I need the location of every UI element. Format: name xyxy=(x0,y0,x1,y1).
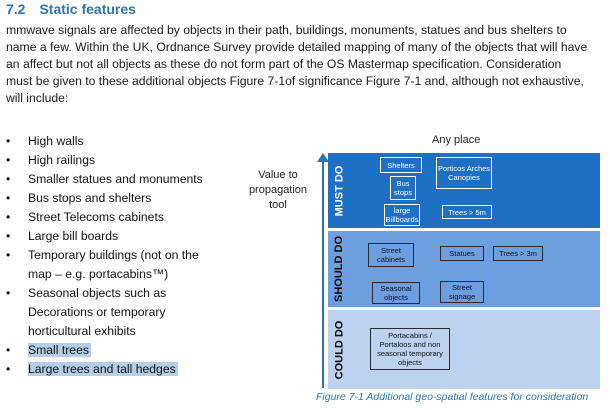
feature-box-portacabins: Portacabins / Portaloos and non seasonal… xyxy=(370,328,450,370)
paragraph-line: an affect but not all objects as these d… xyxy=(6,57,562,71)
bullet-icon: • xyxy=(6,191,11,205)
must-do-band: MUST DO Shelters Porticos Arches Canopie… xyxy=(328,153,600,228)
feature-box-seasonal-objects: Seasonal objects xyxy=(372,282,420,304)
axis-label-line: Value to xyxy=(258,169,298,181)
list-item-text: Large bill boards xyxy=(28,229,119,243)
band-label-container: MUST DO xyxy=(328,153,350,228)
should-do-label: SHOULD DO xyxy=(333,236,345,302)
feature-box-street-cabinets: Street cabinets xyxy=(368,243,414,267)
feature-box-porticos: Porticos Arches Canopies xyxy=(436,157,492,189)
should-do-band: SHOULD DO Street cabinets Statues Trees … xyxy=(328,231,600,307)
list-item-text-highlighted: Large trees and tall hedges xyxy=(28,362,178,376)
bullet-icon: • xyxy=(6,362,11,376)
feature-box-bus-stops: Bus stops xyxy=(390,176,416,200)
list-item: • Smaller statues and monuments xyxy=(6,170,203,189)
feature-box-street-signage: Street signage xyxy=(440,281,484,303)
intro-paragraph: mmwave signals are affected by objects i… xyxy=(6,22,606,107)
could-do-band: COULD DO Portacabins / Portaloos and non… xyxy=(328,310,600,389)
bullet-icon: • xyxy=(6,153,11,167)
bullet-icon: • xyxy=(6,134,11,148)
list-item: • Large trees and tall hedges xyxy=(6,360,203,379)
arrow-up-icon xyxy=(317,153,329,162)
list-item-text: Decorations or temporary xyxy=(28,305,166,319)
paragraph-line: will include: xyxy=(6,91,69,105)
figure-caption: Figure 7-1 Additional geo-spatial featur… xyxy=(316,391,589,403)
feature-box-shelters: Shelters xyxy=(380,157,422,173)
section-title: Static features xyxy=(39,1,136,17)
section-number: 7.2 xyxy=(6,1,26,17)
section-heading: 7.2 Static features xyxy=(6,1,136,17)
paragraph-line: must be given to these additional object… xyxy=(6,74,584,88)
feature-box-statues: Statues xyxy=(440,246,484,261)
list-item: • Small trees xyxy=(6,341,203,360)
bullet-icon: • xyxy=(6,172,11,186)
list-item: • High walls xyxy=(6,132,203,151)
could-do-label: COULD DO xyxy=(333,320,346,379)
bullet-icon: • xyxy=(6,286,11,300)
feature-box-billboards: large Billboards xyxy=(384,204,420,226)
axis-label-line: propagation xyxy=(248,184,308,196)
feature-box-trees-5m: Trees > 5m xyxy=(442,205,492,219)
bullet-icon: • xyxy=(6,229,11,243)
list-item: • Seasonal objects such as xyxy=(6,284,203,303)
figure-top-label: Any place xyxy=(432,134,481,146)
list-item-continuation: Decorations or temporary xyxy=(6,303,203,322)
feature-bullet-list: • High walls • High railings • Smaller stat… xyxy=(6,132,203,379)
list-item: • Bus stops and shelters xyxy=(6,189,203,208)
bullet-icon: • xyxy=(6,343,11,357)
list-item-text: Temporary buildings (not on the xyxy=(28,248,199,262)
list-item: • High railings xyxy=(6,151,203,170)
list-item-text: Smaller statues and monuments xyxy=(28,172,203,186)
list-item-text: Street Telecoms cabinets xyxy=(28,210,164,224)
list-item: • Temporary buildings (not on the xyxy=(6,246,203,265)
paragraph-line: mmwave signals are affected by objects i… xyxy=(6,23,567,37)
list-item-continuation: map – e.g. portacabins™) xyxy=(6,265,203,284)
feature-box-trees-3m: Trees > 3m xyxy=(493,246,543,261)
figure-axis-label: Value to propagation tool xyxy=(238,168,318,213)
axis-label-line: tool xyxy=(269,199,287,211)
list-item-text: map – e.g. portacabins™) xyxy=(28,267,169,281)
list-item-text: horticultural exhibits xyxy=(28,324,136,338)
must-do-label: MUST DO xyxy=(333,165,346,216)
value-axis-line xyxy=(322,160,324,388)
list-item-continuation: horticultural exhibits xyxy=(6,322,203,341)
list-item: • Large bill boards xyxy=(6,227,203,246)
bullet-icon: • xyxy=(6,210,11,224)
list-item-text: High railings xyxy=(28,153,96,167)
paragraph-line: name a few. Within the UK, Ordnance Surv… xyxy=(6,40,588,54)
list-item-text-highlighted: Small trees xyxy=(28,343,91,357)
bullet-icon: • xyxy=(6,248,11,262)
band-label-container: COULD DO xyxy=(328,310,350,389)
list-item: • Street Telecoms cabinets xyxy=(6,208,203,227)
list-item-text: High walls xyxy=(28,134,84,148)
list-item-text: Bus stops and shelters xyxy=(28,191,152,205)
band-label-container: SHOULD DO xyxy=(328,231,350,307)
list-item-text: Seasonal objects such as xyxy=(28,286,167,300)
